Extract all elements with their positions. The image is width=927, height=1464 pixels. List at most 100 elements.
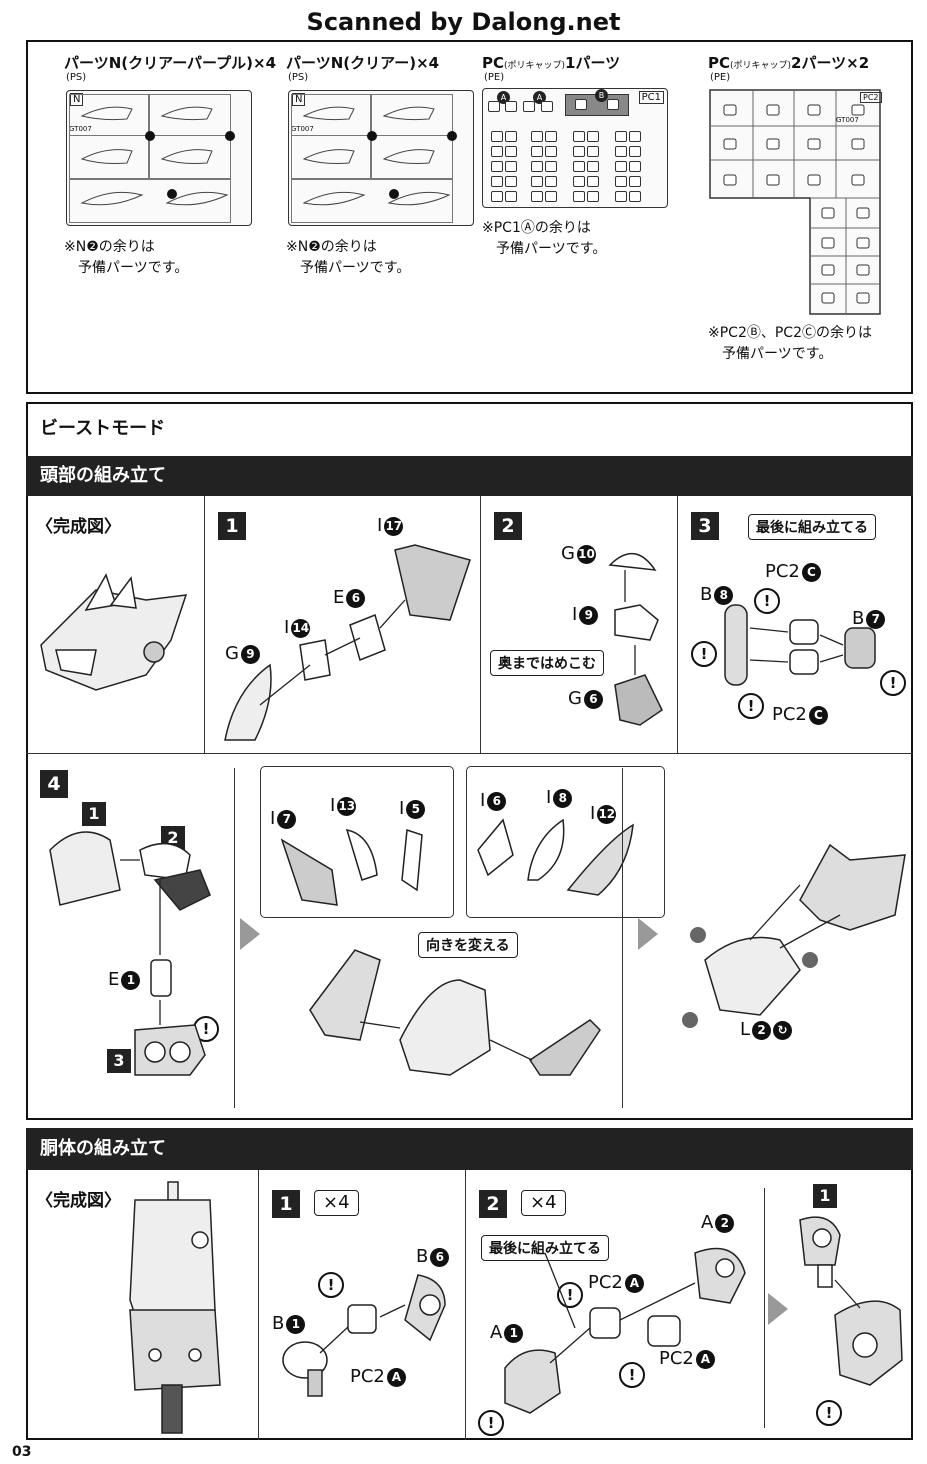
polycap-part: [807, 174, 821, 186]
polycap-part: [821, 237, 835, 249]
part-n-purple-title: パーツN(クリアーパープル)×4: [64, 54, 277, 72]
body-section-bar: 胴体の組み立て: [26, 1128, 913, 1170]
polycap-part: [491, 191, 503, 202]
runner-parts-drawing: [80, 106, 235, 206]
polycap-part: [587, 131, 599, 142]
polycap-part: [723, 174, 737, 186]
multiplier-x4: ×4: [314, 1190, 359, 1216]
caution-icon: !: [691, 641, 717, 667]
polycap-part: [545, 131, 557, 142]
runner-pc2: [709, 89, 881, 315]
head-step2-number: 2: [494, 512, 522, 540]
polycap-part: [615, 161, 627, 172]
watermark: Scanned by Dalong.net: [306, 8, 621, 36]
polycap-part: [629, 161, 641, 172]
polycap-part: [629, 146, 641, 157]
caution-icon: !: [880, 670, 906, 696]
polycap-part: [573, 176, 585, 187]
polycap-part: [629, 176, 641, 187]
polycap-part: [573, 146, 585, 157]
polycap-part: [531, 161, 543, 172]
body-complete-label: 〈完成図〉: [36, 1191, 121, 1211]
polycap-part: [545, 146, 557, 157]
head-step4-left-drawing: [49, 831, 211, 1076]
polycap-part: [629, 191, 641, 202]
caution-icon: !: [816, 1400, 842, 1426]
multiplier-x4: ×4: [521, 1190, 566, 1216]
head-step3-drawing: [724, 604, 876, 686]
head-step4-number: 4: [40, 770, 68, 798]
beast-mode-title: ビーストモード: [40, 418, 166, 439]
part-pc1-note1: ※PC1Ⓐの余りは: [482, 220, 591, 236]
parts-list-frame: パーツN(クリアーパープル)×4 (PS) N GT007 ※N❷の余りは 予備…: [26, 40, 913, 394]
polycap-part: [851, 104, 865, 116]
caution-icon: !: [318, 1272, 344, 1298]
callout-push-all-the-way: 奥まではめこむ: [490, 650, 604, 676]
head-step4-center-drawing: [309, 949, 601, 1076]
head-step2-drawing: [608, 553, 663, 726]
next-arrow-icon: [638, 918, 658, 950]
part-n-clear-material: (PS): [288, 72, 309, 83]
part-n-clear-note1: ※N❷の余りは: [286, 239, 377, 255]
polycap-part: [505, 191, 517, 202]
next-arrow-icon: [240, 918, 260, 950]
caution-icon: !: [557, 1282, 583, 1308]
detail-box-right: [466, 766, 665, 918]
polycap-part: [573, 191, 585, 202]
polycap-part: [807, 138, 821, 150]
polycap-part: [723, 104, 737, 116]
head-complete-drawing: [40, 573, 188, 691]
polycap-part: [505, 176, 517, 187]
polycap-part: [545, 161, 557, 172]
head-step4-right-drawing: [682, 843, 906, 1028]
polycap-part: [491, 131, 503, 142]
polycap-part: [531, 131, 543, 142]
head-step3-number: 3: [691, 512, 719, 540]
runner-tag: N: [70, 93, 84, 106]
polycap-part: [587, 146, 599, 157]
polycap-part: [545, 191, 557, 202]
polycap-part: [821, 207, 835, 219]
polycap-part: [629, 131, 641, 142]
callout-assemble-last: 最後に組み立てる: [748, 514, 876, 540]
polycap-part: [766, 104, 780, 116]
runner-code: GT007: [291, 125, 314, 133]
head-step1-number: 1: [218, 512, 246, 540]
polycap-part: [856, 207, 870, 219]
callout-change-orientation: 向きを変える: [418, 932, 518, 958]
polycap-part: [587, 161, 599, 172]
sub-step-3: 3: [107, 1049, 131, 1073]
polycap-part: [821, 264, 835, 276]
polycap-part: [505, 146, 517, 157]
body-complete-drawing: [129, 1181, 221, 1434]
runner-n-purple: N GT007: [66, 90, 252, 226]
sub-step-1: 1: [82, 802, 106, 826]
caution-icon: !: [754, 588, 780, 614]
polycap-part: [505, 161, 517, 172]
polycap-part: [615, 191, 627, 202]
body-step1-number: 1: [272, 1190, 300, 1218]
polycap-part: [851, 138, 865, 150]
polycap-part: [856, 237, 870, 249]
runner-parts-drawing: [302, 106, 457, 206]
